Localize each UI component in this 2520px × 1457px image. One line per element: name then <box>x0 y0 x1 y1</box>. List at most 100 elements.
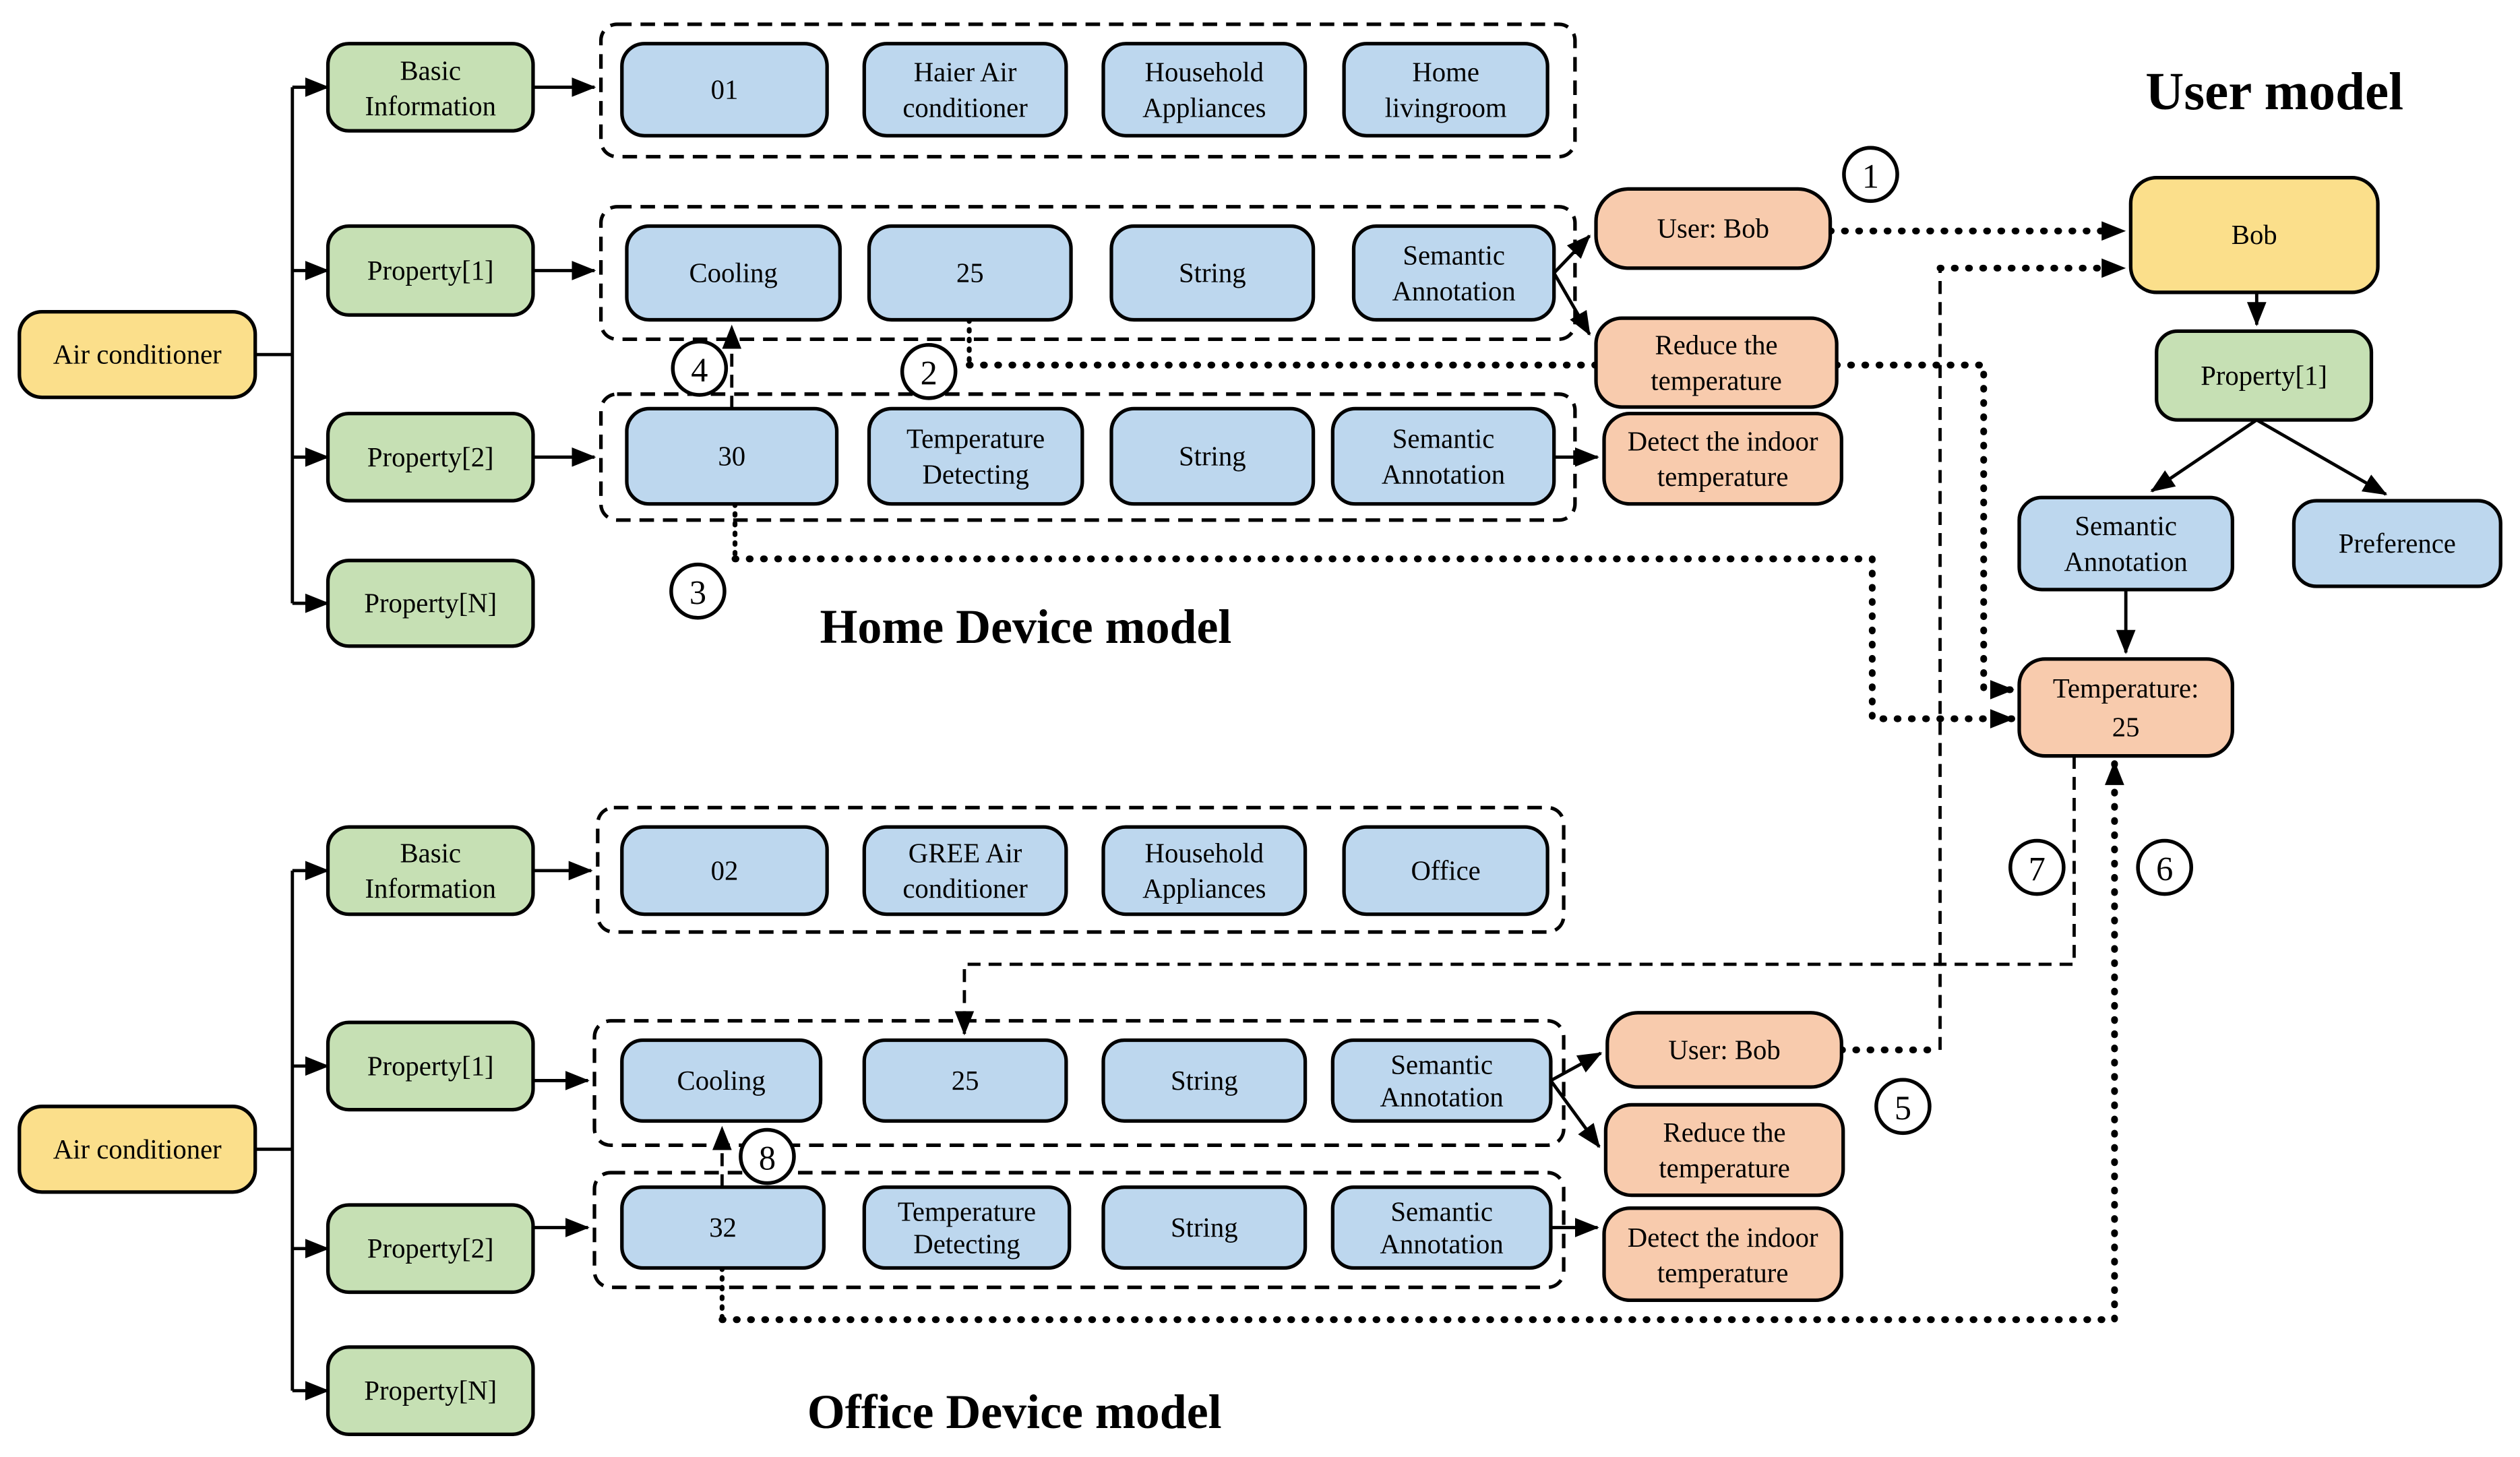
svg-text:02: 02 <box>711 855 739 886</box>
svg-text:Property[2]: Property[2] <box>367 1233 494 1264</box>
svg-text:4: 4 <box>691 351 708 389</box>
svg-text:Property[1]: Property[1] <box>367 1051 494 1081</box>
step7-path <box>954 755 2076 1036</box>
node-user-temperature: Temperature:25 <box>2017 657 2235 758</box>
home-basic-values-container <box>598 22 1577 159</box>
svg-text:Property[1]: Property[1] <box>2201 361 2327 391</box>
node-home-p2-value: 30 <box>625 406 839 506</box>
office-annotation-user-arrow <box>1549 1051 1603 1082</box>
svg-text:25: 25 <box>952 1065 979 1096</box>
node-home-root: Air conditioner <box>18 309 257 400</box>
office-property2-values-container <box>592 1171 1566 1289</box>
svg-text:Temperature:25: Temperature:25 <box>2053 673 2199 743</box>
svg-text:User: Bob: User: Bob <box>1668 1034 1780 1065</box>
node-home-property2: Property[2] <box>326 411 535 503</box>
svg-text:Property[2]: Property[2] <box>367 442 494 472</box>
svg-text:Office: Office <box>1411 855 1480 886</box>
svg-text:Property[N]: Property[N] <box>364 588 497 619</box>
node-home-p2-type: String <box>1109 406 1316 506</box>
node-office-device-id: 02 <box>620 825 829 917</box>
home-annotation-action-arrow <box>1552 272 1591 336</box>
svg-text:Property[1]: Property[1] <box>367 255 494 286</box>
node-home-propertyn: Property[N] <box>326 559 535 648</box>
node-home-property1: Property[1] <box>326 224 535 317</box>
node-office-p2-value: 32 <box>620 1185 826 1270</box>
home-section-title: Home Device model <box>820 600 1232 654</box>
solid-connectors <box>255 78 2388 1401</box>
node-office-device-location: Office <box>1342 825 1549 917</box>
node-home-root-label: Air conditioner <box>53 340 222 370</box>
step2-path <box>966 361 2017 700</box>
home-annotation-user-arrow <box>1552 235 1591 274</box>
node-home-device-id: 01 <box>620 42 829 137</box>
svg-text:Cooling: Cooling <box>689 258 778 288</box>
home-property1-values-container <box>598 205 1577 341</box>
node-home-p1-type: String <box>1109 224 1316 322</box>
step-marker-8: 8 <box>739 1127 796 1185</box>
node-user-preference: Preference <box>2292 499 2502 588</box>
svg-text:3: 3 <box>689 574 706 612</box>
node-home-user-label: User: Bob <box>1594 187 1833 270</box>
step6-path <box>718 759 2124 1324</box>
svg-text:String: String <box>1171 1065 1238 1096</box>
svg-text:2: 2 <box>921 354 938 392</box>
svg-text:30: 30 <box>718 441 745 472</box>
office-property1-values-container <box>592 1019 1566 1147</box>
office-annotation-action-arrow <box>1549 1080 1601 1148</box>
svg-text:5: 5 <box>1895 1089 1911 1127</box>
node-office-p1-value: 25 <box>862 1038 1068 1123</box>
user-property1-annotation-arrow <box>2150 418 2258 493</box>
svg-text:6: 6 <box>2156 850 2173 888</box>
svg-text:32: 32 <box>709 1212 737 1243</box>
svg-text:7: 7 <box>2029 850 2046 888</box>
node-office-propertyn: Property[N] <box>326 1345 535 1436</box>
step-connectors <box>712 221 2128 1324</box>
svg-text:String: String <box>1179 441 1246 472</box>
step-marker-7: 7 <box>2008 838 2066 896</box>
svg-text:25: 25 <box>956 258 984 288</box>
step-marker-1: 1 <box>1842 146 1899 204</box>
step-marker-6: 6 <box>2136 838 2194 896</box>
svg-text:Preference: Preference <box>2339 528 2456 559</box>
step-marker-4: 4 <box>671 340 729 397</box>
svg-text:8: 8 <box>759 1139 776 1177</box>
step-marker-2: 2 <box>900 342 958 400</box>
home-property2-values-container <box>598 392 1577 522</box>
user-property1-preference-arrow <box>2256 418 2388 496</box>
step-marker-5: 5 <box>1874 1078 1932 1136</box>
node-office-user-label: User: Bob <box>1605 1011 1843 1089</box>
node-office-property1: Property[1] <box>326 1020 535 1112</box>
